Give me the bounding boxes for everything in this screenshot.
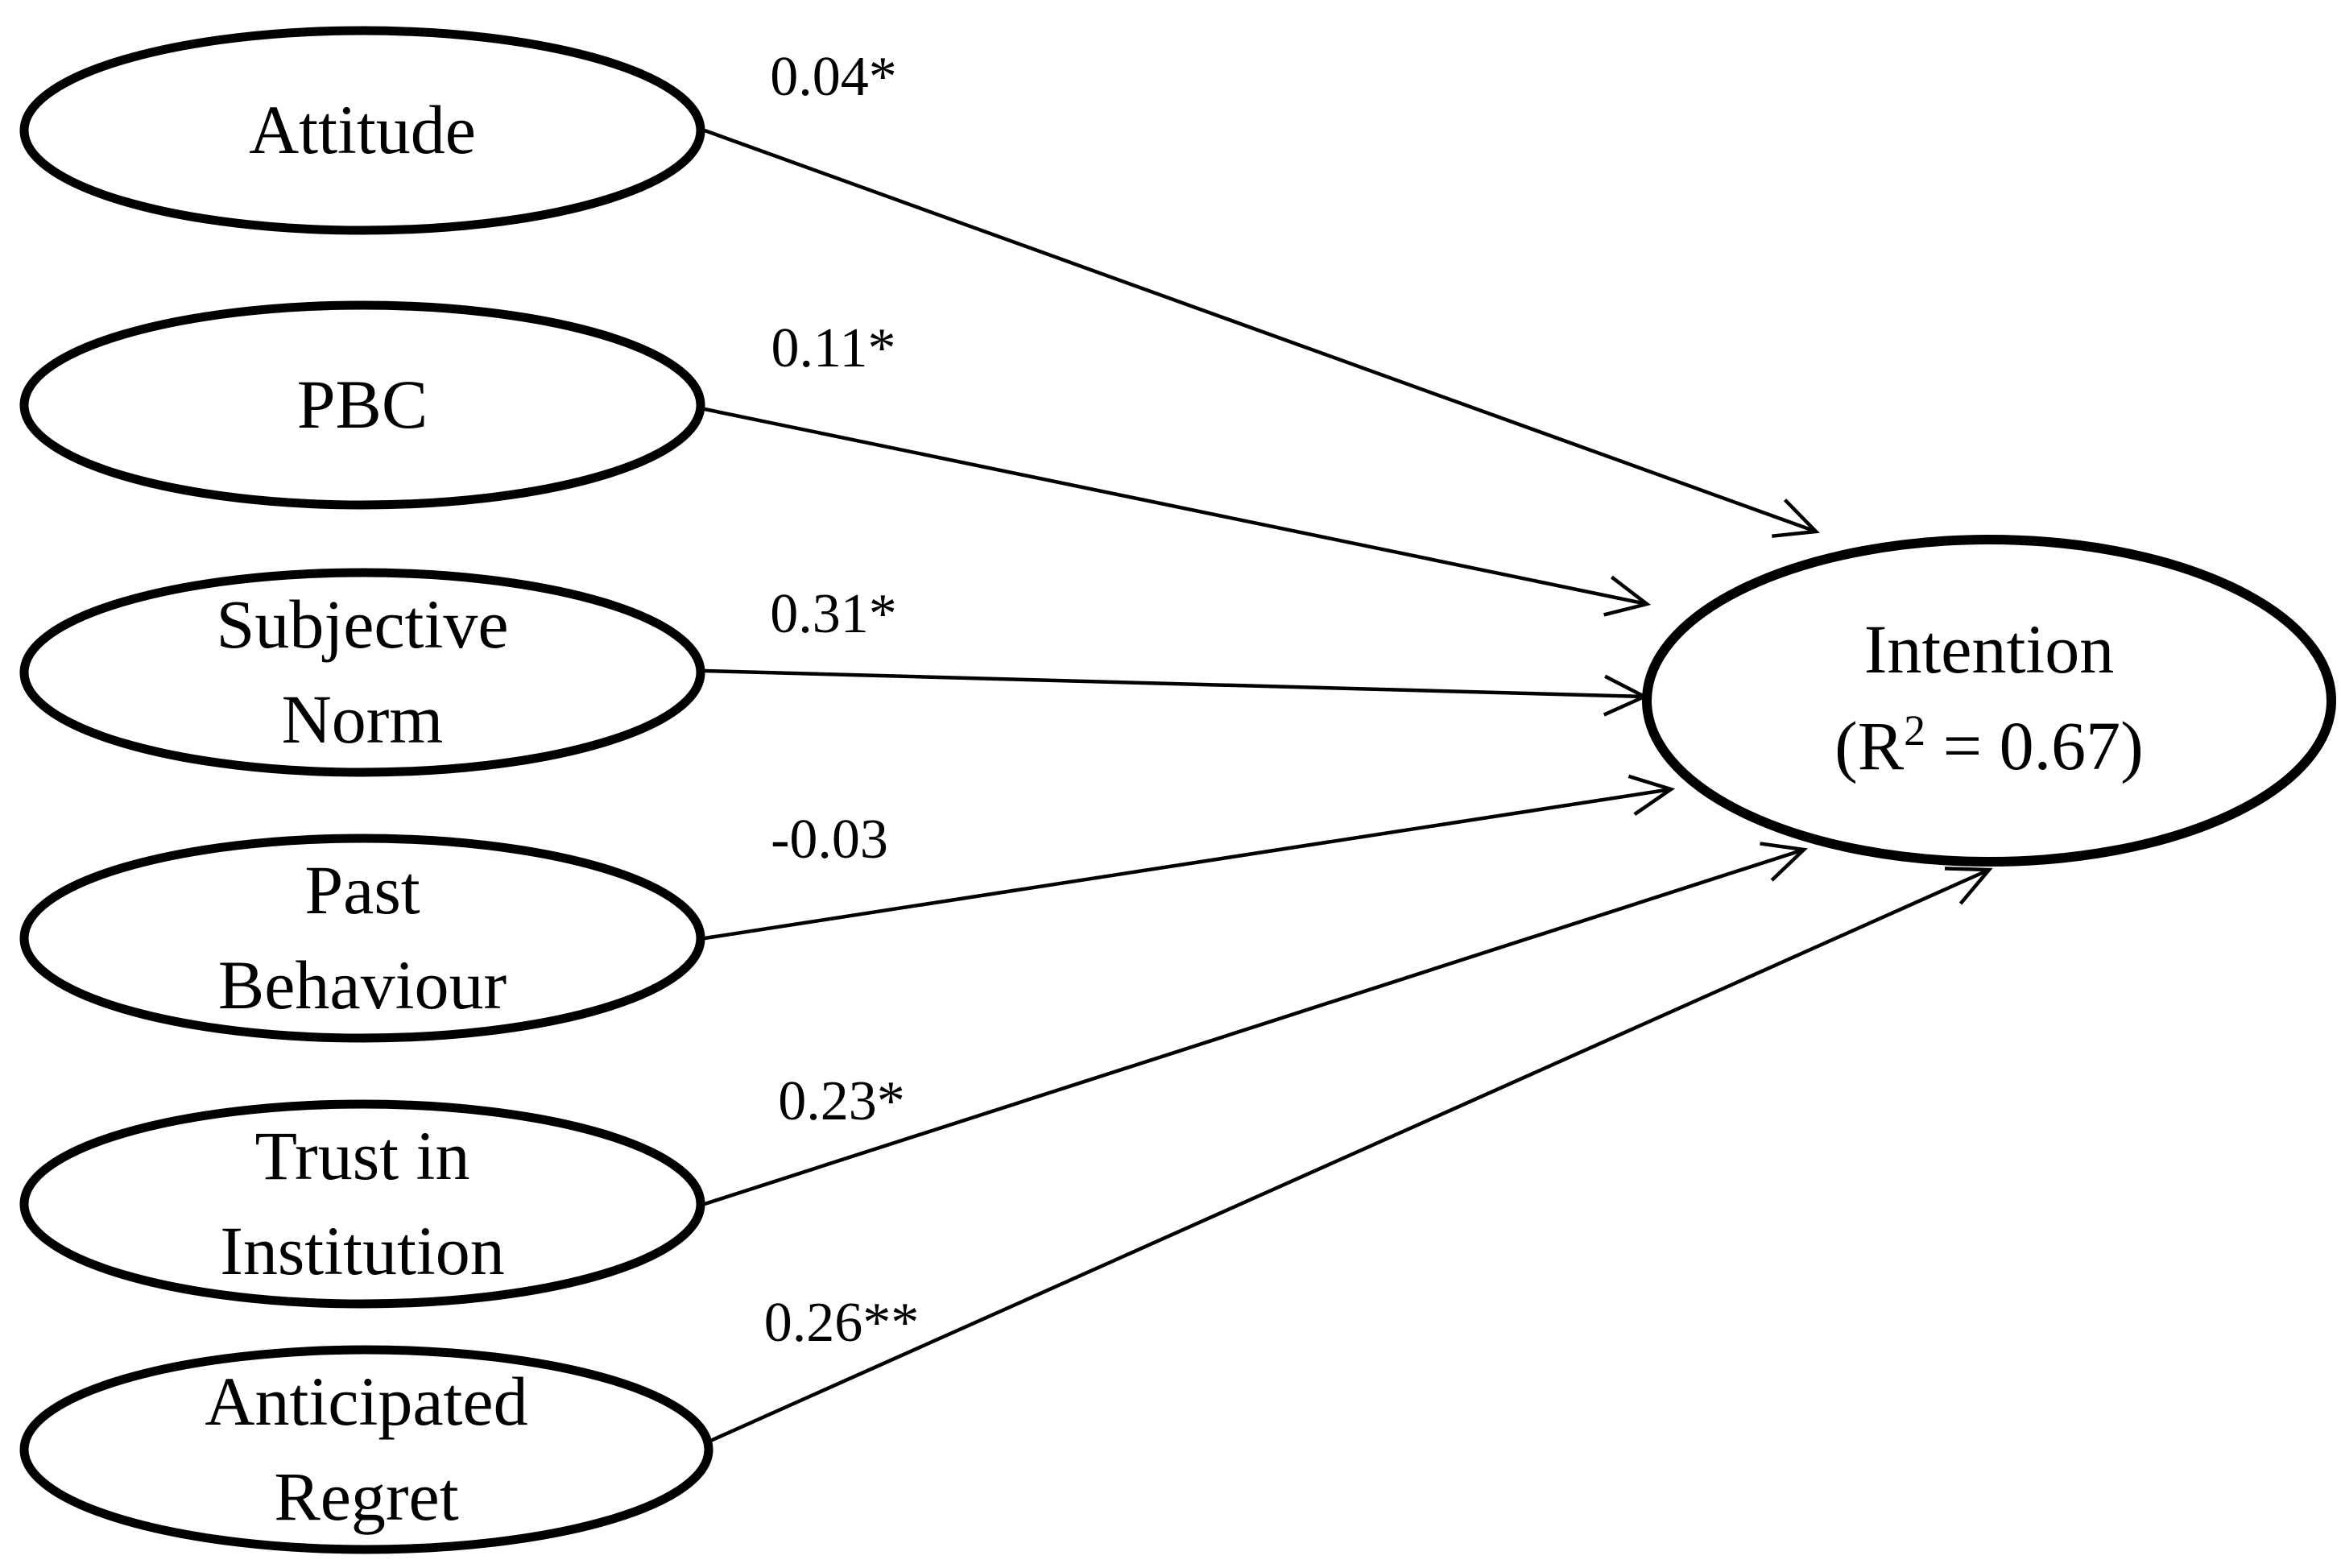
coefficient-anticipated-regret: 0.26** (764, 1292, 920, 1354)
predictor-node-trust-in-institution: Trust in Institution (19, 1099, 705, 1309)
label-pbc-line-1: PBC (297, 366, 428, 443)
path-coefficients: 0.04* 0.11* 0.31* -0.03 0.23* 0.26** (764, 46, 920, 1354)
label-subjective-norm-line-2: Norm (282, 681, 444, 758)
outcome-node-intention: Intention (R2 = 0.67) (1642, 535, 2336, 867)
outcome-ellipse (1642, 535, 2336, 867)
coefficient-subjective-norm: 0.31* (770, 583, 897, 645)
r2-superscript: 2 (1904, 706, 1925, 755)
predictor-node-attitude: Attitude (19, 26, 705, 235)
arrowhead-attitude (1772, 499, 1820, 538)
coefficient-attitude: 0.04* (770, 46, 897, 108)
label-trust-in-institution-line-1: Trust in (255, 1117, 470, 1194)
ellipse-attitude (19, 26, 705, 235)
r2-suffix: = 0.67) (1925, 707, 2144, 784)
label-past-behaviour-line-1: Past (304, 851, 420, 929)
arrow-anticipated-regret (708, 867, 1990, 1444)
arrow-attitude (704, 128, 1817, 534)
ellipse-pbc (19, 300, 705, 510)
label-trust-in-institution-line-2: Institution (220, 1212, 505, 1289)
outcome-r-squared: (R2 = 0.67) (1834, 706, 2144, 784)
coefficient-past-behaviour: -0.03 (771, 809, 888, 871)
ellipse-past-behaviour (19, 834, 705, 1043)
arrowhead-pbc (1603, 575, 1652, 617)
arrowhead-anticipated-regret (1944, 867, 1993, 905)
ellipse-subjective-norm (19, 568, 705, 777)
ellipse-trust-in-institution (19, 1099, 705, 1309)
arrow-pbc (704, 407, 1648, 606)
path-arrows (704, 128, 1993, 1444)
ellipse-anticipated-regret (19, 1345, 713, 1554)
arrowhead-past-behaviour (1628, 774, 1676, 817)
label-past-behaviour-line-2: Behaviour (218, 946, 507, 1024)
coefficient-trust-in-institution: 0.23* (778, 1070, 905, 1132)
arrowhead-trust-in-institution (1760, 842, 1808, 882)
predictor-node-pbc: PBC (19, 300, 705, 510)
label-attitude-line-1: Attitude (249, 91, 476, 168)
arrow-past-behaviour (704, 787, 1672, 941)
coefficient-pbc: 0.11* (771, 317, 896, 379)
arrow-subjective-norm (704, 668, 1645, 699)
outcome-label: Intention (1864, 610, 2115, 688)
r2-prefix: (R (1834, 707, 1905, 784)
arrow-trust-in-institution (704, 847, 1805, 1206)
label-anticipated-regret-line-1: Anticipated (205, 1363, 527, 1440)
label-subjective-norm-line-1: Subjective (216, 585, 508, 663)
label-anticipated-regret-line-2: Regret (274, 1458, 458, 1535)
